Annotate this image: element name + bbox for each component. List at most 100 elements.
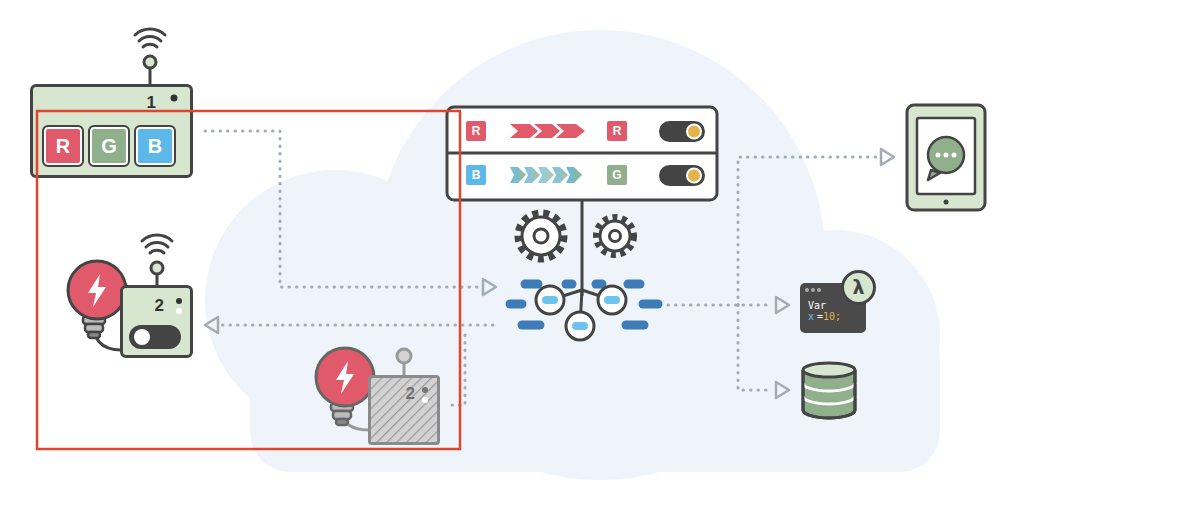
antenna bbox=[146, 243, 168, 247]
gear bbox=[610, 231, 621, 242]
tablet-icon bbox=[907, 105, 985, 210]
lambda-symbol: λ bbox=[852, 276, 864, 298]
arrowhead bbox=[205, 317, 218, 333]
text-line: R bbox=[56, 135, 70, 158]
light-device-decoration bbox=[129, 325, 181, 349]
code-window-decoration bbox=[805, 288, 809, 292]
rule-panel bbox=[510, 167, 526, 183]
database-icon bbox=[803, 363, 855, 377]
text-group: Varx=10; bbox=[808, 300, 841, 322]
cloud bbox=[205, 30, 940, 480]
text-group: G bbox=[101, 135, 117, 158]
rule-color-label: B bbox=[472, 168, 481, 182]
text-line: 2 bbox=[406, 384, 415, 404]
light-bulb bbox=[68, 261, 374, 430]
cloud bbox=[250, 320, 940, 472]
code-text: x bbox=[808, 311, 814, 322]
database-icon bbox=[803, 383, 855, 391]
rule-color-label: R bbox=[472, 124, 481, 138]
rule-panel bbox=[687, 125, 701, 139]
tablet-icon bbox=[907, 105, 985, 210]
rule-panel bbox=[510, 124, 538, 138]
tablet-icon bbox=[936, 153, 941, 158]
message-broker bbox=[536, 286, 626, 340]
light-bulb bbox=[88, 274, 106, 307]
rule-panel bbox=[447, 152, 717, 155]
offline-light-device: 2 bbox=[368, 375, 440, 445]
dotted-connector bbox=[205, 131, 478, 287]
antenna bbox=[143, 44, 157, 47]
rule-panel bbox=[552, 167, 568, 183]
antenna bbox=[150, 250, 164, 253]
text-group: B bbox=[148, 135, 162, 158]
message-broker bbox=[643, 300, 658, 309]
rule-color-chip: R bbox=[466, 121, 486, 141]
device-number: 2 bbox=[406, 384, 415, 403]
message-broker bbox=[566, 280, 572, 289]
device-number: 1 bbox=[147, 93, 156, 112]
offline-light-device-decoration bbox=[371, 378, 437, 442]
text-line: R bbox=[613, 124, 622, 138]
rule-panel bbox=[524, 167, 540, 183]
lambda-badge: λ bbox=[840, 269, 877, 306]
text-line: 2 bbox=[155, 296, 164, 316]
offline-light-device-decoration bbox=[371, 378, 437, 442]
rule-color-label: G bbox=[612, 168, 621, 182]
text-group: B bbox=[472, 168, 481, 182]
message-broker bbox=[536, 286, 564, 314]
code-text: Var bbox=[808, 300, 826, 311]
message-broker bbox=[525, 280, 538, 289]
code-text: 10; bbox=[823, 311, 841, 322]
antenna bbox=[151, 262, 163, 274]
light-device-decoration bbox=[176, 298, 182, 304]
message-broker bbox=[510, 284, 658, 340]
lambda-badge-decoration bbox=[843, 272, 875, 304]
offline-light-device-decoration bbox=[422, 397, 428, 403]
database-icon bbox=[803, 363, 855, 418]
arrowhead bbox=[483, 279, 496, 295]
antenna bbox=[397, 349, 411, 363]
text-group: λ bbox=[852, 276, 864, 298]
text-line: G bbox=[612, 168, 621, 182]
message-broker bbox=[628, 280, 640, 289]
tablet-icon bbox=[917, 118, 975, 194]
message-broker bbox=[626, 321, 644, 330]
rule-panel bbox=[659, 165, 705, 186]
text-line: 1 bbox=[147, 93, 156, 113]
code-text: = bbox=[817, 311, 823, 322]
light-bulb bbox=[336, 419, 348, 425]
message-broker bbox=[542, 296, 558, 304]
message-broker bbox=[596, 280, 602, 289]
message-broker bbox=[598, 286, 626, 314]
light-device: 2 bbox=[120, 285, 193, 358]
rgb-controller-device: 1R G B bbox=[30, 84, 193, 178]
text-line: λ bbox=[852, 276, 864, 298]
text-line: B bbox=[472, 168, 481, 182]
rule-panel bbox=[538, 167, 554, 183]
arrowhead bbox=[776, 382, 789, 398]
cloud bbox=[205, 170, 465, 430]
rule-panel bbox=[447, 107, 717, 200]
gear bbox=[596, 217, 634, 255]
antenna bbox=[144, 56, 156, 68]
text-line: G bbox=[101, 135, 117, 158]
message-broker bbox=[566, 312, 594, 340]
text-line: x=10; bbox=[808, 311, 841, 322]
light-device-decoration bbox=[134, 329, 150, 345]
message-broker bbox=[572, 322, 588, 330]
dotted-connector bbox=[452, 328, 465, 405]
text-group: G bbox=[612, 168, 621, 182]
tablet-icon bbox=[928, 137, 964, 173]
light-bulb bbox=[88, 332, 100, 338]
rule-panel bbox=[447, 107, 717, 200]
antenna bbox=[139, 37, 161, 41]
gear bbox=[581, 200, 584, 296]
rule-color-label: R bbox=[613, 124, 622, 138]
text-group: R bbox=[472, 124, 481, 138]
color-button-label: R bbox=[56, 135, 70, 157]
message-broker bbox=[604, 296, 620, 304]
